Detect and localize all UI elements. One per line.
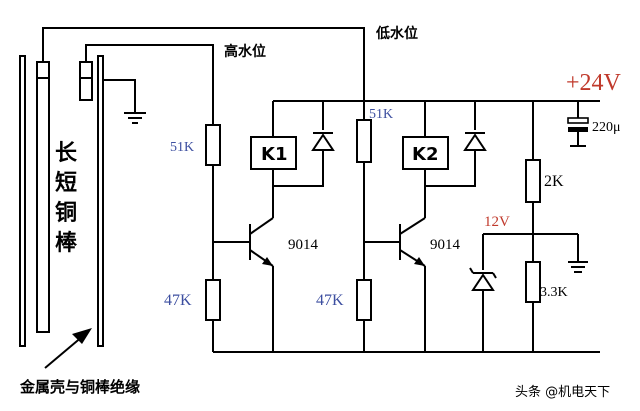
label-12v: 12V <box>484 214 510 230</box>
resistor-3-3k <box>525 261 541 303</box>
rod-label: 长 短 铜 棒 <box>55 141 78 256</box>
label-3-3k: 3.3K <box>540 285 568 300</box>
long-copper-rod <box>36 61 50 333</box>
watermark: 头条 @机电天下 <box>515 384 610 400</box>
label-220u: 220μ <box>592 120 621 135</box>
rod-char-2: 短 <box>55 171 77 196</box>
diode-k2 <box>463 132 487 151</box>
transistor-9014-right <box>399 217 426 267</box>
label-51k-right: 51K <box>369 107 393 122</box>
insulation-note: 金属壳与铜棒绝缘 <box>19 378 140 396</box>
relay-k1 <box>250 136 297 170</box>
rod-char-4: 棒 <box>55 231 78 256</box>
transistor-9014-left <box>249 217 274 267</box>
resistor-47k-right <box>356 279 372 321</box>
stage-low-level <box>356 101 487 352</box>
stage-high-level <box>205 101 335 352</box>
zener-diode <box>469 267 497 291</box>
label-51k-left: 51K <box>170 140 194 155</box>
label-k1: K1 <box>261 144 287 165</box>
supply-label: +24V <box>566 70 622 96</box>
rod-char-3: 铜 <box>55 200 77 226</box>
rod-char-1: 长 <box>55 141 78 166</box>
label-9014-right: 9014 <box>430 237 461 253</box>
diode-k1 <box>311 132 335 151</box>
resistor-51k-right <box>356 119 372 163</box>
label-47k-right: 47K <box>316 292 344 309</box>
short-copper-rod <box>79 61 93 101</box>
label-k2: K2 <box>412 144 438 165</box>
metal-housing-left-wall <box>19 55 26 347</box>
metal-housing-right-wall <box>97 55 104 347</box>
label-9014-left: 9014 <box>288 237 319 253</box>
label-2k: 2K <box>544 173 564 190</box>
high-level-label: 高水位 <box>224 43 266 60</box>
low-level-label: 低水位 <box>375 25 418 42</box>
probe-wires <box>42 27 365 125</box>
resistor-47k-left <box>205 279 221 321</box>
capacitor-220u <box>567 117 589 132</box>
probe-assembly <box>19 55 146 347</box>
ground-symbol-regulator <box>568 261 588 273</box>
insulation-arrow <box>44 328 92 369</box>
ground-symbol-housing <box>124 112 146 124</box>
label-47k-left: 47K <box>164 292 192 309</box>
resistor-51k-left <box>205 124 221 166</box>
resistor-2k <box>525 159 541 203</box>
regulator-section <box>469 101 589 352</box>
